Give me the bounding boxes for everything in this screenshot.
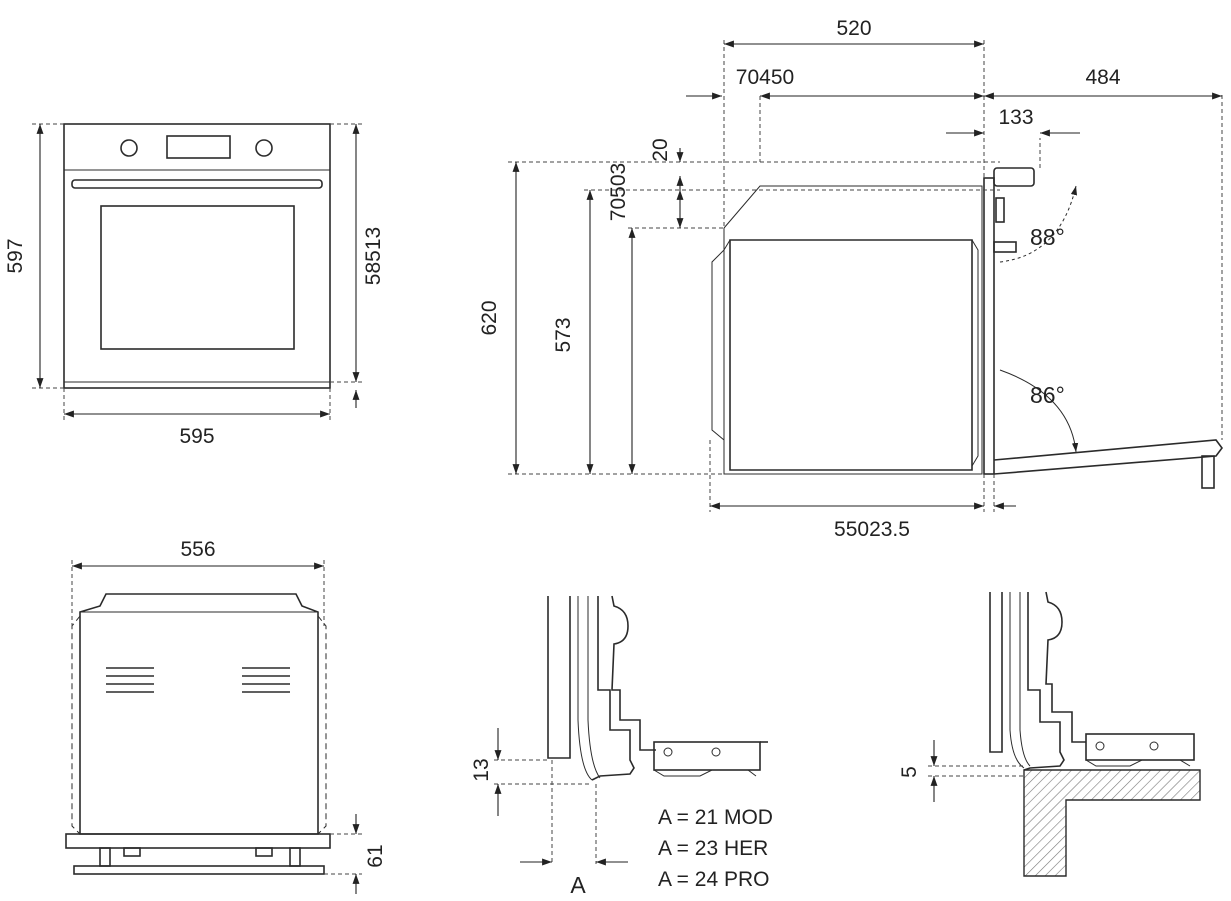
angle-upper-label: 88° (1030, 224, 1065, 250)
dim-foot-label: 61 (364, 844, 387, 867)
rail-screw-1-icon (663, 747, 673, 757)
right-vent-icon (242, 667, 290, 693)
control-panel-top (993, 167, 1035, 187)
front-flange (971, 239, 979, 467)
dim-body-height-label: 573 (552, 317, 575, 352)
oven-body-outline (729, 239, 973, 471)
dim-front-width-label: 595 (179, 425, 214, 448)
rail-screw-b1-icon (1095, 741, 1105, 751)
door-handle (71, 179, 323, 189)
foot-inner-left (123, 847, 141, 857)
frame-line-b1 (1009, 592, 1025, 769)
rail-screw-b2-icon (1149, 741, 1159, 751)
foot-right (289, 847, 301, 867)
frame-line-2 (587, 596, 601, 779)
base-plate (73, 865, 325, 875)
rail-screw-2-icon (711, 747, 721, 757)
oven-front-outline (63, 123, 331, 389)
back-panel (711, 239, 731, 441)
note-mod: A = 21 MOD (658, 806, 773, 829)
oven-profile-b (1023, 592, 1065, 771)
dim-a-label: A (570, 872, 586, 898)
dim-gap-a-label: 13 (470, 758, 493, 781)
dim-front-height-label: 597 (4, 238, 27, 273)
note-pro: A = 24 PRO (658, 868, 769, 891)
door-handle-open (1201, 455, 1215, 489)
upper-hinge (993, 241, 1017, 253)
frame-line-1 (577, 596, 593, 781)
rail-bracket-b (1085, 733, 1195, 761)
front-frame (983, 177, 995, 475)
cabinet-wall-b (989, 592, 1003, 753)
cabinet-wall (547, 596, 571, 759)
dim-door-open-label: 484 (1085, 66, 1120, 89)
oven-inner-profile-b (1045, 591, 1086, 743)
dim-top-offset-pair-label: 70503 (607, 163, 630, 221)
front-plate (65, 833, 331, 849)
foot-inner-right (255, 847, 273, 857)
rail-bracket (653, 741, 761, 771)
oven-inner-profile (611, 595, 656, 751)
left-knob-icon (120, 139, 138, 157)
dim-front-inner-height-label: 58513 (362, 227, 385, 285)
dim-handle-label: 133 (998, 106, 1033, 129)
dim-top-width-label: 556 (180, 538, 215, 561)
side-view: 88° 86° 520 70450 484 133 20 70 (478, 17, 1223, 541)
angle-lower-label: 86° (1030, 382, 1065, 408)
detail-b: 5 (898, 591, 1201, 877)
oven-rear-outline (79, 593, 319, 835)
front-view: 597 58513 595 (4, 123, 385, 448)
dim-side-height-label: 620 (478, 300, 501, 335)
dim-gap-b-label: 5 (898, 766, 921, 778)
display-panel (166, 135, 231, 159)
dim-depth-pair-label: 70450 (736, 66, 794, 89)
open-door (993, 439, 1223, 475)
dim-top-offset-label: 20 (649, 138, 672, 161)
frame-line-b2 (1019, 592, 1031, 767)
control-knob-side (995, 197, 1005, 223)
dim-depth-bottom-label: 55023.5 (834, 518, 910, 541)
left-vent-icon (106, 667, 154, 693)
note-her: A = 23 HER (658, 837, 768, 860)
angle-lower-arc (999, 369, 1079, 453)
oven-carcass (723, 185, 983, 475)
right-knob-icon (255, 139, 273, 157)
door-window (100, 205, 295, 350)
cabinet-floor-hatch (1023, 769, 1201, 877)
top-view: 556 61 (65, 538, 387, 894)
dim-depth-top-label: 520 (836, 17, 871, 40)
detail-a: 13 A A = 21 MOD A = 23 HER A = 24 PRO (470, 595, 773, 898)
angle-upper-arc (999, 185, 1078, 263)
foot-left (99, 847, 111, 867)
oven-profile (591, 596, 635, 781)
